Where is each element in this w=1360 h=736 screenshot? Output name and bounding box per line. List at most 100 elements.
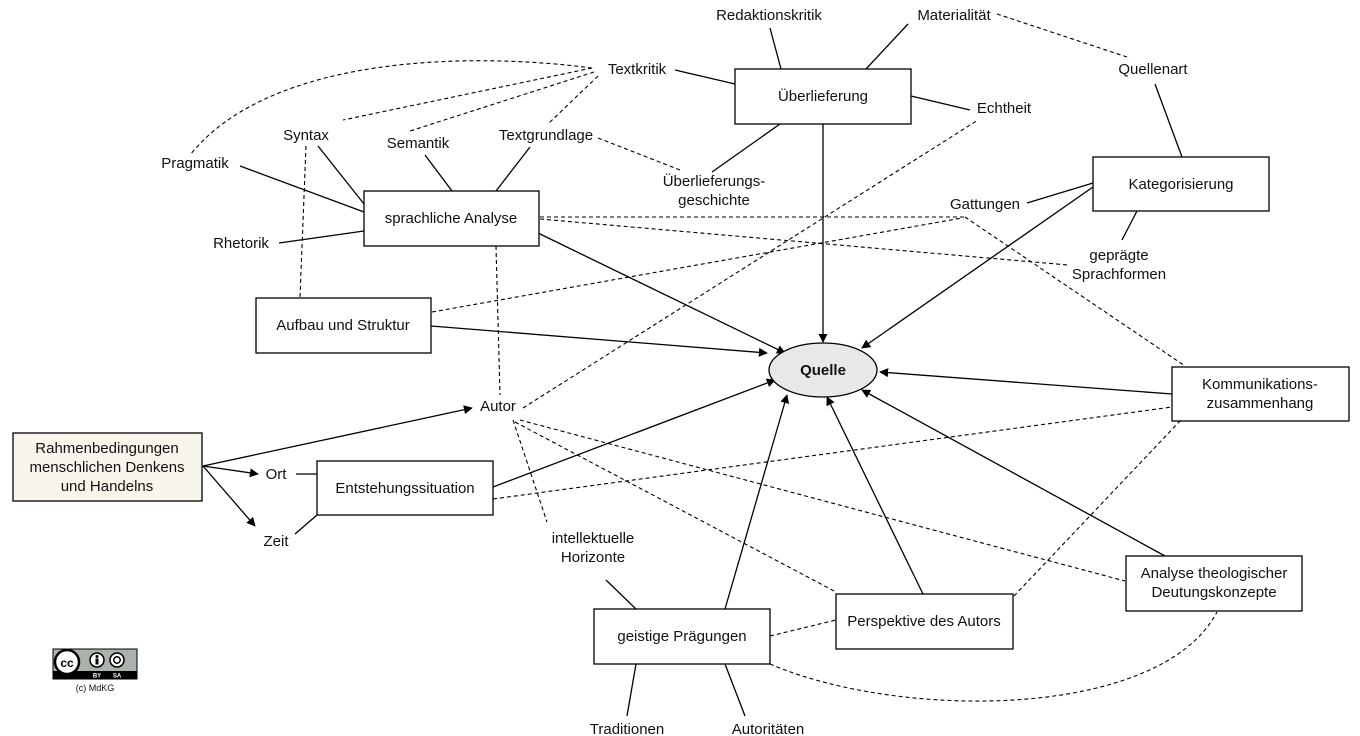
node-rahmen-line1: Rahmenbedingungen xyxy=(35,440,178,457)
box-analyse-theol xyxy=(1125,555,1303,612)
label-redaktionskritik: Redaktionskritik xyxy=(716,7,822,24)
dash-entstehung-kommunikation xyxy=(492,406,1173,500)
badge-sa-text: SA xyxy=(113,674,122,680)
cc-icon xyxy=(53,648,81,676)
dash-autor-perspektive xyxy=(514,421,837,593)
box-perspektive xyxy=(835,593,1014,650)
dash-textkritik-syntax xyxy=(342,67,593,121)
dash-syntax-aufbau xyxy=(299,145,307,298)
label-autor: Autor xyxy=(480,398,516,415)
label-ort: Ort xyxy=(266,466,288,483)
line-geistige-autoritaeten xyxy=(724,663,746,717)
line-pragmatik-sprachliche xyxy=(239,165,365,213)
line-gattungen-kategorisierung xyxy=(1026,182,1094,204)
label-zeit: Zeit xyxy=(263,533,289,550)
label-quellenart: Quellenart xyxy=(1118,61,1188,78)
line-kategorisierung-gepraegte xyxy=(1121,210,1138,241)
credit-text: (c) MdKG xyxy=(76,683,115,693)
box-rahmen xyxy=(12,432,203,502)
node-sprachliche-analyse: sprachliche Analyse xyxy=(385,210,518,227)
label-traditionen: Traditionen xyxy=(590,721,665,736)
node-kategorisierung: Kategorisierung xyxy=(1128,176,1233,193)
line-rahmen-ort xyxy=(202,465,259,478)
line-zeit-entstehung xyxy=(294,514,318,535)
dash-materialitaet-quellenart xyxy=(996,13,1131,59)
sa-icon xyxy=(109,652,125,668)
node-entstehung: Entstehungssituation xyxy=(335,480,474,497)
label-pragmatik: Pragmatik xyxy=(161,155,229,172)
dash-textkritik-pragmatik xyxy=(189,60,593,156)
dash-autor-intellektuelle xyxy=(512,419,548,523)
label-syntax: Syntax xyxy=(283,127,329,144)
badge-by-text: BY xyxy=(93,674,101,680)
label-gepraegte-line2: Sprachformen xyxy=(1072,266,1166,283)
node-analyse-theol-line1: Analyse theologischer xyxy=(1141,565,1288,582)
label-rhetorik: Rhetorik xyxy=(213,235,269,252)
arrow-sprachliche-quelle xyxy=(537,232,786,354)
line-rhetorik-sprachliche xyxy=(278,230,365,244)
line-rahmen-zeit xyxy=(202,465,256,527)
node-kommunikation-line2: zusammenhang xyxy=(1207,395,1314,412)
node-aufbau-struktur: Aufbau und Struktur xyxy=(276,317,409,334)
node-quelle: Quelle xyxy=(800,362,846,379)
label-gattungen: Gattungen xyxy=(950,196,1020,213)
label-ueberlieferungsgeschichte-line2: geschichte xyxy=(678,192,750,209)
line-semantik-sprachliche xyxy=(424,154,453,192)
label-intellektuelle-line1: intellektuelle xyxy=(552,530,635,547)
arrow-aufbau-quelle xyxy=(430,325,768,357)
line-redaktionskritik-ueberlieferung xyxy=(769,27,782,70)
node-rahmen-line2: menschlichen Denkens xyxy=(29,459,184,476)
dash-autor-analyse xyxy=(519,419,1126,582)
solid-connections xyxy=(202,23,1183,717)
node-kommunikation-line1: Kommunikations- xyxy=(1202,376,1318,393)
box-geistige xyxy=(593,608,771,665)
node-ueberlieferung: Überlieferung xyxy=(778,87,868,105)
cc-by-sa-badge: cc BY SA xyxy=(52,648,138,680)
node-boxes xyxy=(12,68,1350,665)
line-ueberlieferung-ueberlieferungsgeschichte xyxy=(711,123,781,173)
node-analyse-theol-line2: Deutungskonzepte xyxy=(1151,584,1276,601)
box-kommunikation xyxy=(1171,366,1350,422)
line-rahmen-autor xyxy=(202,405,473,467)
arrow-perspektive-quelle xyxy=(826,396,924,595)
line-textkritik-ueberlieferung xyxy=(674,69,736,85)
label-materialitaet: Materialität xyxy=(917,7,991,24)
dash-kommunikation-up xyxy=(964,216,1186,367)
line-intellektuelle-geistige xyxy=(605,579,637,610)
label-autoritaeten: Autoritäten xyxy=(732,721,805,736)
cc-glyph: cc xyxy=(60,656,74,670)
node-texts: Quelle Überlieferung Kategorisierung spr… xyxy=(29,87,1317,645)
label-gepraegte-line1: geprägte xyxy=(1089,247,1148,264)
node-geistige: geistige Prägungen xyxy=(617,628,746,645)
box-entstehung xyxy=(316,460,494,516)
dash-textkritik-semantik xyxy=(409,71,595,132)
label-semantik: Semantik xyxy=(387,135,450,152)
dash-geistige-perspektive xyxy=(769,619,837,637)
dash-sprachliche-gepraegte xyxy=(539,218,1069,266)
node-perspektive: Perspektive des Autors xyxy=(847,613,1000,630)
dash-geistige-analyse xyxy=(769,611,1218,702)
arrow-geistige-quelle xyxy=(724,394,790,610)
free-labels: Redaktionskritik Materialität Quellenart… xyxy=(161,7,1188,736)
line-ueberlieferung-echtheit xyxy=(910,95,971,111)
line-textgrundlage-sprachliche xyxy=(495,146,531,192)
line-materialitaet-ueberlieferung xyxy=(865,23,909,70)
dash-textkritik-textgrundlage xyxy=(547,75,599,125)
arrow-entstehung-quelle xyxy=(492,378,776,488)
dashed-connections xyxy=(189,13,1218,702)
dash-autor-echtheit xyxy=(522,119,979,409)
arrow-kommunikation-quelle xyxy=(879,368,1173,395)
box-kategorisierung xyxy=(1092,156,1270,212)
box-aufbau-struktur xyxy=(255,297,432,354)
line-geistige-traditionen xyxy=(626,663,637,717)
line-syntax-sprachliche xyxy=(317,145,365,205)
node-rahmen-line3: und Handelns xyxy=(61,478,154,495)
dash-sprachliche-autor xyxy=(495,245,501,396)
arrow-analyse-quelle xyxy=(861,389,1166,557)
line-quellenart-kategorisierung xyxy=(1154,83,1183,158)
label-ueberlieferungsgeschichte-line1: Überlieferungs- xyxy=(663,172,766,190)
dash-perspektive-kommunikation xyxy=(1013,420,1181,597)
label-textkritik: Textkritik xyxy=(608,61,667,78)
label-intellektuelle-line2: Horizonte xyxy=(561,549,625,566)
